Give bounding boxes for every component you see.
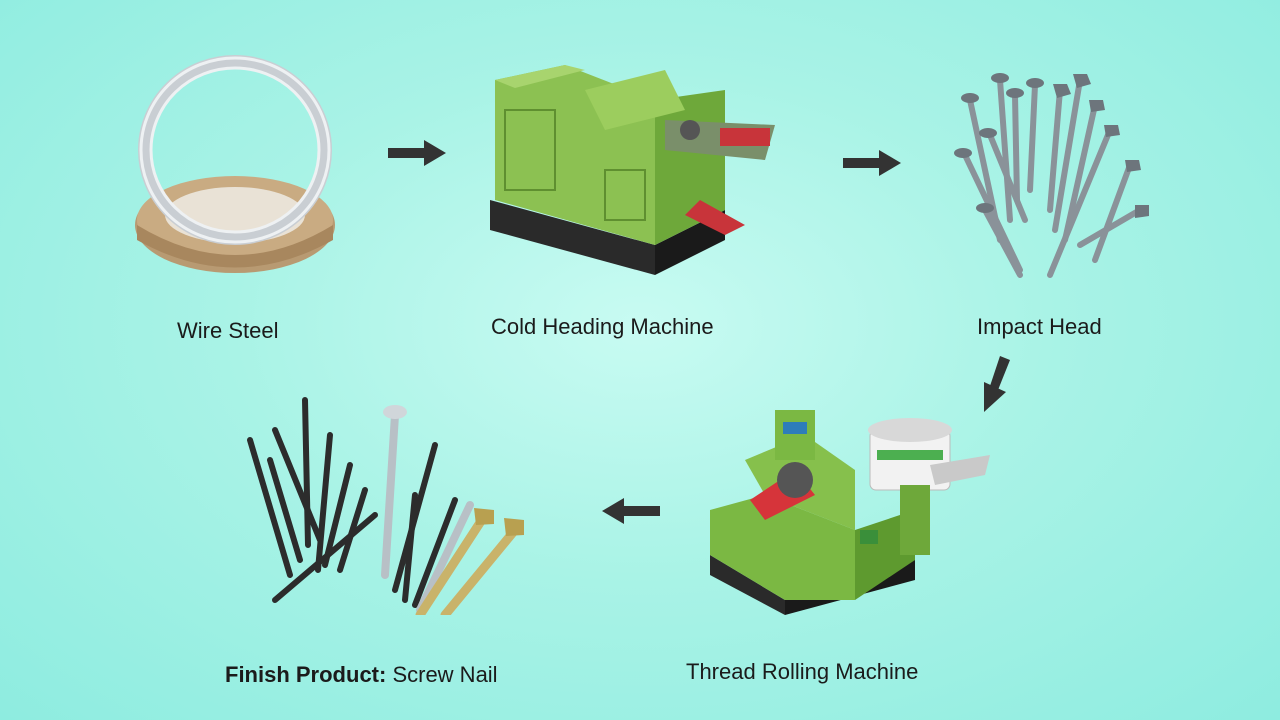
finish-product-value: Screw Nail [386, 662, 498, 687]
arrow-left-icon [602, 498, 660, 524]
arrow-right-icon [388, 140, 446, 166]
impact-head-image [954, 73, 1149, 278]
thread-rolling-machine-image [710, 410, 990, 615]
screw-nail-image [247, 397, 524, 615]
arrow-right-icon [843, 150, 901, 176]
finish-product-label: Finish Product: Screw Nail [225, 662, 498, 688]
cold-heading-machine-image [490, 65, 775, 275]
wire-steel-label: Wire Steel [177, 318, 279, 343]
impact-head-label: Impact Head [977, 314, 1102, 339]
cold-heading-machine-label: Cold Heading Machine [491, 314, 714, 339]
finish-product-title: Finish Product: [225, 662, 387, 687]
thread-rolling-machine-label: Thread Rolling Machine [686, 659, 919, 684]
wire-steel-coil-image [135, 55, 335, 273]
arrow-down-left-icon [984, 356, 1010, 412]
